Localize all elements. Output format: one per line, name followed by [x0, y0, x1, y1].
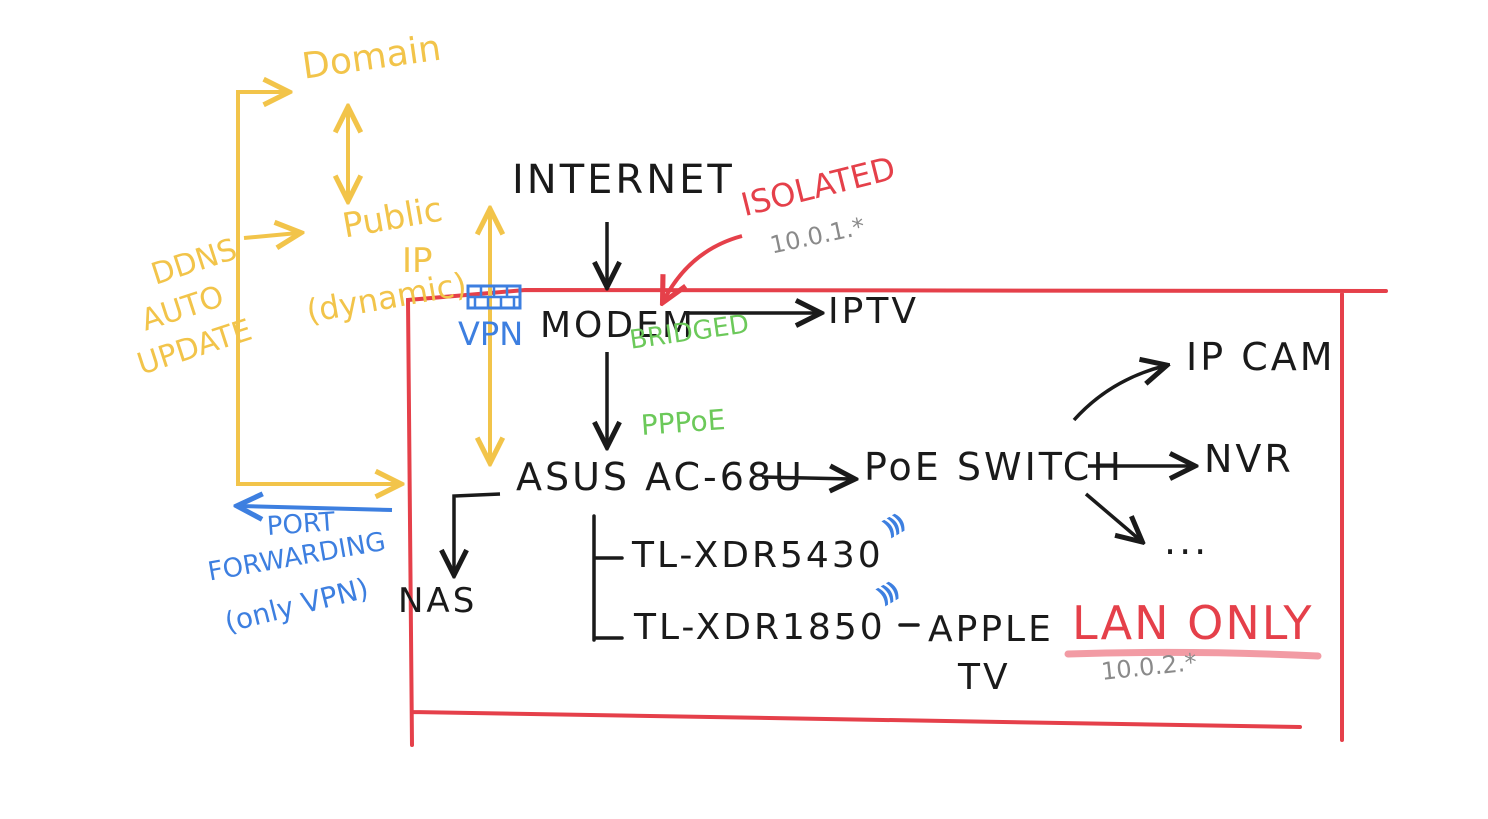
router-to-nas-link — [454, 492, 501, 572]
vpn-label: VPN — [458, 315, 524, 353]
router-label: ASUS AC-68U — [516, 455, 805, 499]
internet-label: INTERNET — [512, 157, 735, 203]
mesh-node-1-label: TL-XDR5430 — [632, 535, 884, 576]
poe-switch-label: PoE SWITCH — [864, 445, 1124, 489]
apple-tv-label-line2: TV — [958, 657, 1011, 698]
firewall-icon — [466, 284, 522, 310]
more-devices-label: ... — [1164, 519, 1210, 563]
isolated-arrow — [664, 234, 743, 300]
switch-to-ipcam-link — [1072, 366, 1164, 422]
apple-tv-label-line1: APPLE — [928, 609, 1054, 650]
ddns-to-public-ip-arrow — [243, 233, 298, 238]
lan-only-highlight — [1064, 648, 1322, 660]
nas-label: NAS — [398, 581, 478, 621]
switch-to-more-link — [1084, 492, 1140, 540]
lan-only-label: LAN ONLY — [1072, 596, 1314, 650]
modem-label: MODEM — [540, 305, 696, 346]
ip-cam-label: IP CAM — [1186, 335, 1336, 379]
iptv-label: IPTV — [828, 291, 919, 332]
router-to-switch-link — [761, 477, 852, 479]
router-pppoe-note: PPPoE — [639, 403, 727, 442]
port-forwarding-arrow — [240, 506, 393, 510]
public-ip-label-line2: IP — [402, 241, 433, 281]
port-forwarding-line1: PORT — [265, 507, 336, 542]
mesh-node-2-label: TL-XDR1850 — [634, 607, 886, 648]
nvr-label: NVR — [1204, 437, 1294, 481]
router-to-mesh-bracket — [592, 514, 624, 642]
